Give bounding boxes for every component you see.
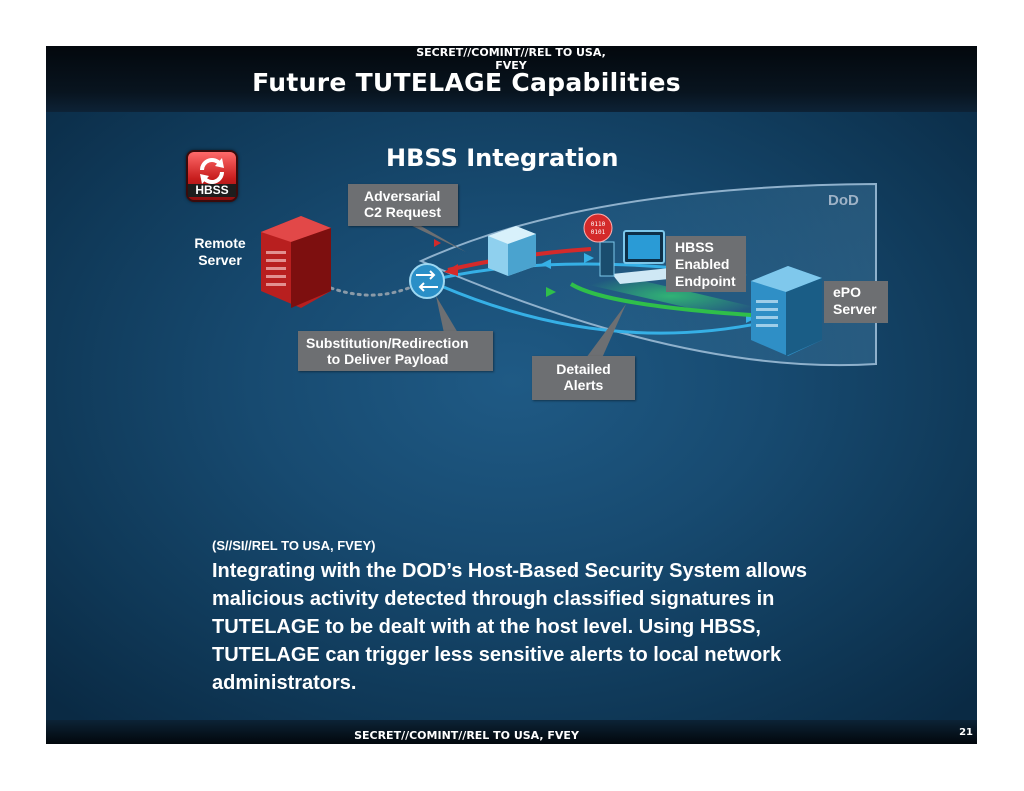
remote-server-icon bbox=[261, 216, 331, 308]
hbss-endpoint-callout: HBSS Enabled Endpoint bbox=[666, 236, 746, 292]
epo-server-line1: ePO bbox=[833, 284, 862, 300]
flow-arrow-2 bbox=[584, 253, 594, 263]
alert-line bbox=[569, 282, 767, 318]
hbss-endpoint-line2: Enabled bbox=[675, 256, 730, 272]
body-paragraph: Integrating with the DOD’s Host-Based Se… bbox=[212, 560, 807, 694]
detailed-alerts-line1: Detailed bbox=[556, 361, 611, 377]
adversarial-request-callout: Adversarial C2 Request bbox=[348, 184, 458, 226]
epo-server-icon bbox=[751, 266, 822, 356]
alert-glow bbox=[574, 266, 768, 326]
adversarial-arrowhead bbox=[444, 264, 458, 276]
slide-title: Future TUTELAGE Capabilities bbox=[252, 68, 681, 97]
red-arrow-small bbox=[434, 239, 441, 247]
header-band bbox=[46, 46, 977, 112]
diagram-title: HBSS Integration bbox=[386, 144, 619, 172]
epo-server-callout: ePO Server bbox=[824, 281, 888, 323]
binary-alert-icon: 0110 0101 bbox=[583, 213, 613, 243]
adversarial-request-line2: C2 Request bbox=[364, 204, 442, 220]
epo-server-line2: Server bbox=[833, 301, 877, 317]
pointer-alerts bbox=[586, 304, 626, 358]
hbss-endpoint-line3: Endpoint bbox=[675, 273, 736, 289]
flow-line-lower bbox=[440, 284, 767, 335]
remote-server-label: Remote Server bbox=[194, 235, 246, 268]
classification-banner-top: SECRET//COMINT//REL TO USA, FVEY bbox=[416, 46, 606, 72]
pointer-adversarial bbox=[404, 222, 466, 252]
refresh-arrows-icon bbox=[200, 158, 224, 184]
substitution-callout: Substitution/Redirection to Deliver Payl… bbox=[298, 331, 493, 371]
substitution-line1: Substitution/Redirection bbox=[306, 335, 469, 351]
page-number: 21 bbox=[959, 727, 973, 738]
network-diagram: 0110 0101 bbox=[261, 182, 877, 367]
green-arrow-small bbox=[546, 287, 556, 297]
detailed-alerts-line2: Alerts bbox=[563, 377, 604, 393]
body-text-block: (S//SI//REL TO USA, FVEY) Integrating wi… bbox=[212, 538, 852, 697]
svg-text:0110: 0110 bbox=[591, 221, 606, 228]
portion-marking: (S//SI//REL TO USA, FVEY) bbox=[212, 538, 376, 553]
router-icon bbox=[409, 263, 445, 299]
remote-link-dotted bbox=[329, 282, 420, 297]
hbss-logo-icon: HBSS bbox=[186, 150, 238, 202]
hbss-endpoint-line1: HBSS bbox=[675, 239, 714, 255]
endpoint-workstation-icon bbox=[599, 230, 678, 284]
sensor-appliance-icon bbox=[488, 226, 536, 276]
hbss-logo-text: HBSS bbox=[188, 184, 236, 197]
svg-text:0101: 0101 bbox=[591, 229, 606, 236]
dod-zone-label: DoD bbox=[828, 192, 859, 209]
detailed-alerts-callout: Detailed Alerts bbox=[532, 356, 635, 400]
adversarial-request-line1: Adversarial bbox=[364, 188, 441, 204]
classification-banner-bottom: SECRET//COMINT//REL TO USA, FVEY bbox=[354, 729, 579, 742]
pointer-substitution bbox=[436, 296, 458, 333]
flow-arrow-1 bbox=[541, 259, 551, 269]
footer-band bbox=[46, 720, 977, 744]
substitution-line2: to Deliver Payload bbox=[327, 351, 449, 367]
slide: SECRET//COMINT//REL TO USA, FVEY Future … bbox=[46, 46, 977, 744]
